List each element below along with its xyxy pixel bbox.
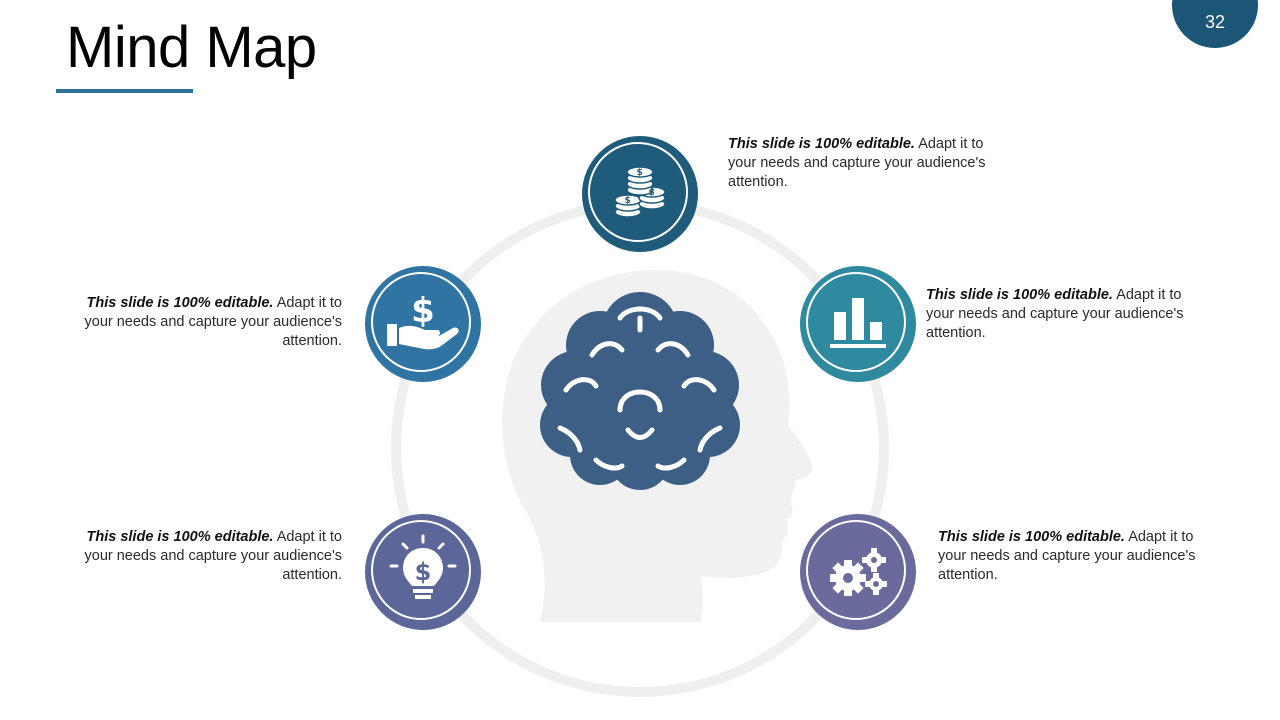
page-title: Mind Map [66,15,317,80]
caption-right-upper: This slide is 100% editable. Adapt it to… [926,287,1184,341]
bar-chart-icon [830,298,886,348]
money-hand-icon: $ [387,291,459,350]
node-right-lower[interactable] [800,514,916,630]
caption-left-upper: This slide is 100% editable. Adapt it to… [84,295,343,349]
svg-text:$: $ [625,196,631,206]
gears-icon [830,548,887,596]
node-right-upper[interactable] [800,266,916,382]
node-left-upper[interactable]: $ [365,266,481,382]
caption-right-lower: This slide is 100% editable. Adapt it to… [938,529,1196,583]
svg-text:$: $ [649,188,655,198]
svg-text:$: $ [637,168,643,178]
idea-bulb-dollar-icon: $ [389,534,457,599]
brain-folds [557,306,723,471]
svg-text:$: $ [415,558,432,586]
caption-left-lower: This slide is 100% editable. Adapt it to… [84,529,343,583]
page-number: 32 [1204,12,1226,32]
svg-text:$: $ [411,291,435,331]
node-left-lower[interactable]: $ [365,514,481,630]
caption-top: This slide is 100% editable. Adapt it to… [728,136,986,190]
coins-icon: $ $ $ [614,166,666,218]
node-top[interactable]: $ $ $ [582,136,698,252]
title-underline [56,89,193,93]
